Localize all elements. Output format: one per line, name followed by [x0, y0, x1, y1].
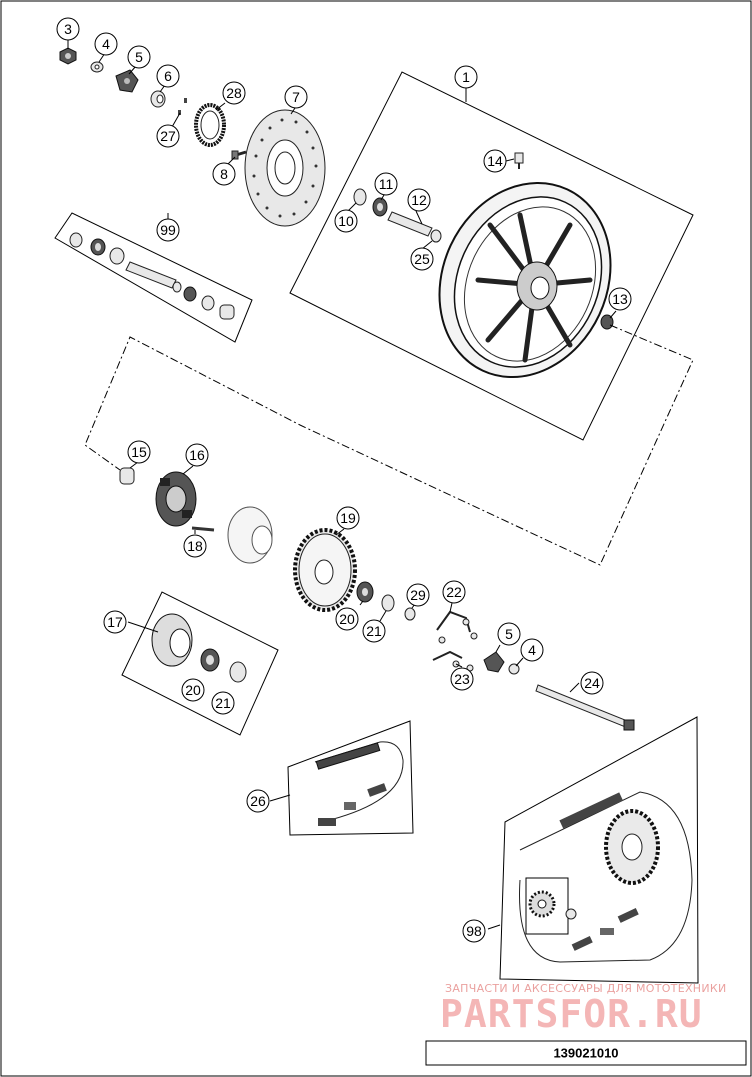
svg-text:18: 18	[187, 538, 203, 554]
callout-6: 6	[156, 64, 180, 88]
callout-10: 10	[334, 209, 358, 233]
callout-98: 98	[462, 919, 486, 943]
callout-8: 8	[212, 162, 236, 186]
svg-text:12: 12	[411, 192, 427, 208]
callout-18: 18	[183, 534, 207, 558]
callout-14: 14	[483, 149, 507, 173]
callout-99: 99	[156, 218, 180, 242]
callout-16: 16	[185, 443, 209, 467]
svg-text:28: 28	[226, 85, 242, 101]
watermark-tagline: ЗАПЧАСТИ И АКСЕССУАРЫ ДЛЯ МОТОТЕХНИКИ	[445, 982, 727, 995]
callout-4: 4	[94, 32, 118, 56]
callout-27: 27	[156, 124, 180, 148]
bolt-part-18	[191, 526, 215, 532]
callout-17: 17	[103, 610, 127, 634]
callout-28: 28	[222, 81, 246, 105]
svg-text:10: 10	[338, 213, 354, 229]
brake-disc-part-7	[244, 109, 326, 227]
chain-adjuster-part-5b	[483, 651, 505, 673]
washer-part-4	[90, 61, 104, 73]
axle-part-24	[535, 684, 635, 731]
callout-7: 7	[284, 85, 308, 109]
leader-lines	[67, 39, 617, 930]
spacer-part-29	[404, 607, 416, 621]
svg-text:4: 4	[102, 36, 110, 52]
svg-text:17: 17	[107, 614, 123, 630]
svg-text:13: 13	[612, 291, 628, 307]
washer-part-4b	[508, 663, 520, 675]
callout-20: 20	[335, 607, 359, 631]
sprocket-carrier-hub	[227, 506, 273, 564]
svg-text:19: 19	[340, 510, 356, 526]
svg-text:5: 5	[135, 49, 143, 65]
damper-part-16	[155, 471, 197, 527]
kit-99-panel	[54, 212, 253, 343]
callout-19: 19	[336, 506, 360, 530]
bolt-part-8	[231, 150, 247, 160]
svg-text:23: 23	[454, 671, 470, 687]
callout-13: 13	[608, 287, 632, 311]
hub-panel-17	[121, 591, 279, 736]
dash-chain-line	[84, 324, 694, 566]
svg-text:26: 26	[250, 793, 266, 809]
callout-23: 23	[450, 667, 474, 691]
chain-kit-panel-98	[499, 716, 699, 984]
callout-5: 5	[127, 45, 151, 69]
bearing-part-20a	[356, 581, 374, 603]
rear-sprocket-part-19	[293, 528, 357, 612]
bushing-part-6	[150, 90, 166, 108]
wheel-panel	[289, 71, 694, 441]
svg-text:4: 4	[528, 642, 536, 658]
chain-panel-26	[287, 720, 414, 836]
brackets-part-22-23	[432, 610, 478, 672]
svg-text:3: 3	[64, 21, 72, 37]
callout-11: 11	[374, 172, 398, 196]
svg-text:98: 98	[466, 923, 482, 939]
spacer-part-15	[119, 467, 135, 485]
svg-text:14: 14	[487, 153, 503, 169]
callout-21b: 21	[211, 691, 235, 715]
screws-part-27	[178, 98, 187, 115]
callout-22: 22	[442, 580, 466, 604]
svg-text:16: 16	[189, 447, 205, 463]
callout-12: 12	[407, 188, 431, 212]
svg-text:24: 24	[584, 675, 600, 691]
callout-3: 3	[56, 17, 80, 41]
watermark-logo: PARTSFOR.RU	[440, 992, 703, 1036]
callout-24: 24	[580, 671, 604, 695]
svg-text:22: 22	[446, 584, 462, 600]
seal-part-21a	[381, 594, 395, 612]
svg-text:5: 5	[505, 626, 513, 642]
callout-5b: 5	[497, 622, 521, 646]
chain-adjuster-part-5	[115, 69, 139, 93]
svg-text:21: 21	[366, 623, 382, 639]
svg-text:29: 29	[410, 587, 426, 603]
svg-text:6: 6	[164, 68, 172, 84]
svg-text:20: 20	[185, 682, 201, 698]
callout-20b: 20	[181, 678, 205, 702]
svg-text:99: 99	[160, 222, 176, 238]
document-number-box	[425, 1040, 747, 1066]
svg-text:11: 11	[379, 176, 394, 192]
svg-text:15: 15	[131, 444, 147, 460]
svg-text:25: 25	[414, 251, 430, 267]
svg-text:20: 20	[339, 611, 355, 627]
sensor-ring-part-28	[194, 103, 226, 147]
callout-26: 26	[246, 789, 270, 813]
callout-21: 21	[362, 619, 386, 643]
svg-text:8: 8	[220, 166, 228, 182]
callout-15: 15	[127, 440, 151, 464]
nut-part-3	[59, 47, 77, 65]
callout-25: 25	[410, 247, 434, 271]
callout-4b: 4	[520, 638, 544, 662]
svg-text:27: 27	[160, 128, 176, 144]
svg-text:7: 7	[292, 89, 300, 105]
document-number: 139021010	[553, 1046, 618, 1061]
svg-text:1: 1	[462, 69, 470, 85]
callout-1: 1	[454, 65, 478, 89]
callout-29: 29	[406, 583, 430, 607]
svg-text:21: 21	[215, 695, 231, 711]
